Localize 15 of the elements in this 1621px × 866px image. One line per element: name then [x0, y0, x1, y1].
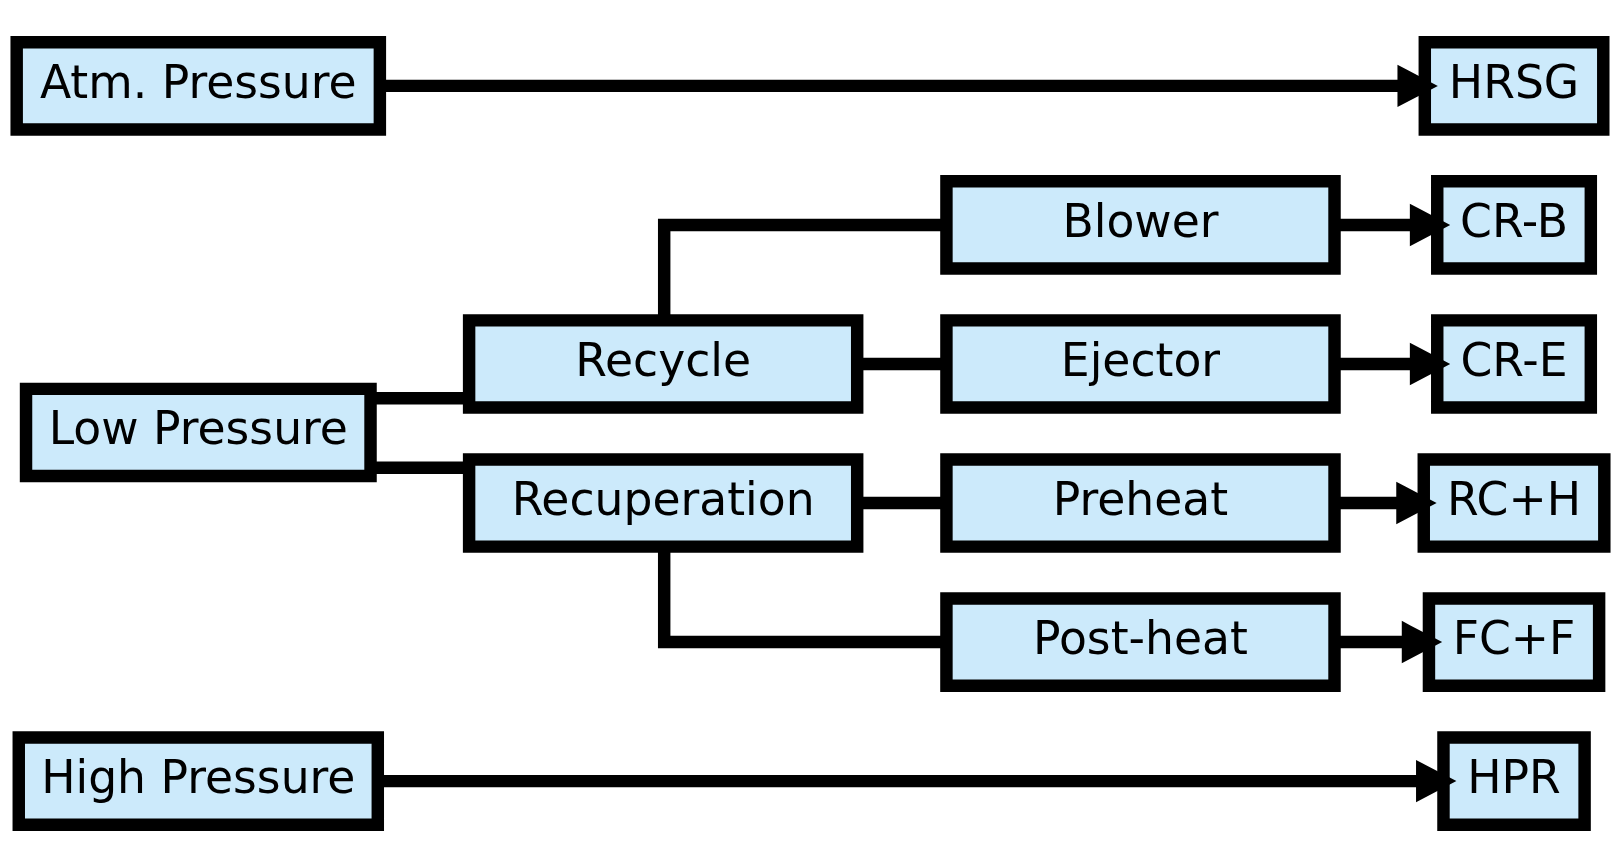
node-box: FC+F — [1422, 591, 1606, 692]
node-box: Ejector — [940, 313, 1341, 414]
node-box: High Pressure — [12, 730, 384, 831]
node-box: Low Pressure — [19, 382, 377, 482]
node-box: HRSG — [1418, 35, 1610, 136]
node-box: Blower — [940, 174, 1341, 275]
node-box: Preheat — [940, 452, 1341, 553]
node-box: Recycle — [462, 313, 864, 414]
node-box: Post-heat — [940, 591, 1341, 692]
node-box: RC+H — [1417, 452, 1611, 553]
node-box: Atm. Pressure — [10, 35, 387, 136]
node-box: CR-B — [1431, 174, 1598, 275]
node-box: Recuperation — [462, 452, 864, 553]
node-box: CR-E — [1431, 313, 1598, 414]
node-box: HPR — [1437, 730, 1591, 831]
